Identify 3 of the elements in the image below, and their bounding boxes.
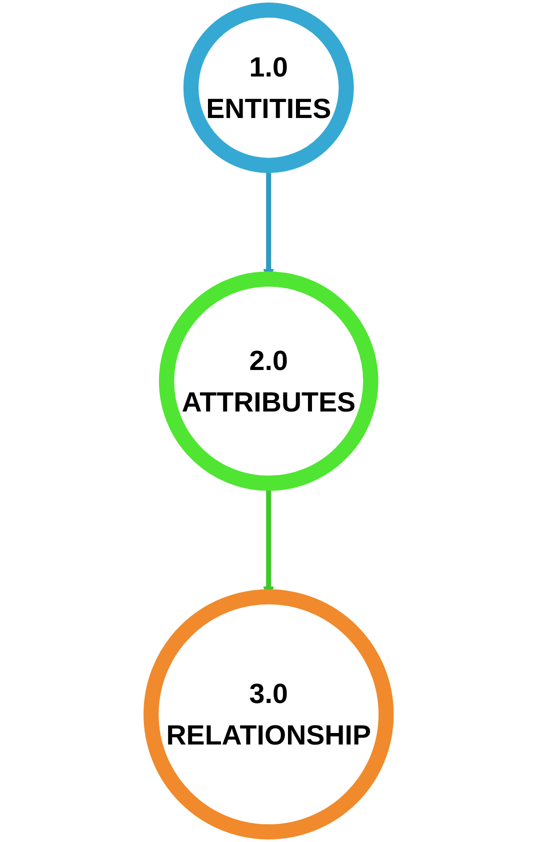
- node-circle: 2.0 ATTRIBUTES: [159, 271, 379, 491]
- node-circle: 1.0 ENTITIES: [184, 2, 354, 173]
- node-circle: 3.0 RELATIONSHIP: [144, 589, 394, 840]
